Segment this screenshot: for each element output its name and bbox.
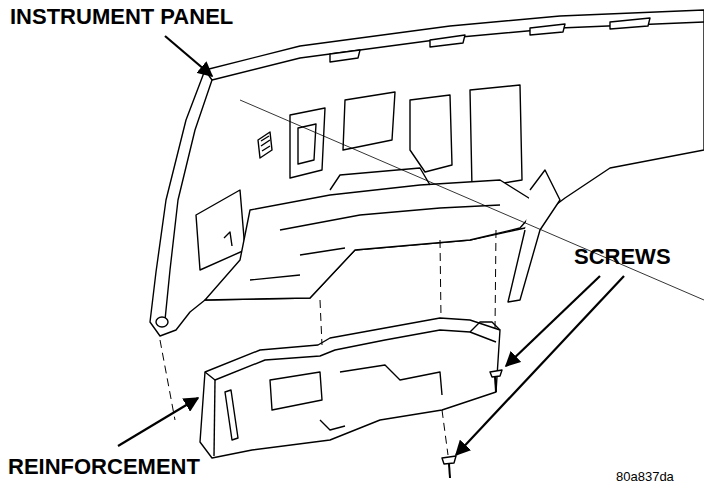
part-label: INSTRUMENT PANEL [10, 6, 233, 28]
part-label: REINFORCEMENT [8, 456, 200, 478]
figure-code: 80a837da [616, 470, 674, 483]
part-label: SCREWS [574, 246, 671, 268]
